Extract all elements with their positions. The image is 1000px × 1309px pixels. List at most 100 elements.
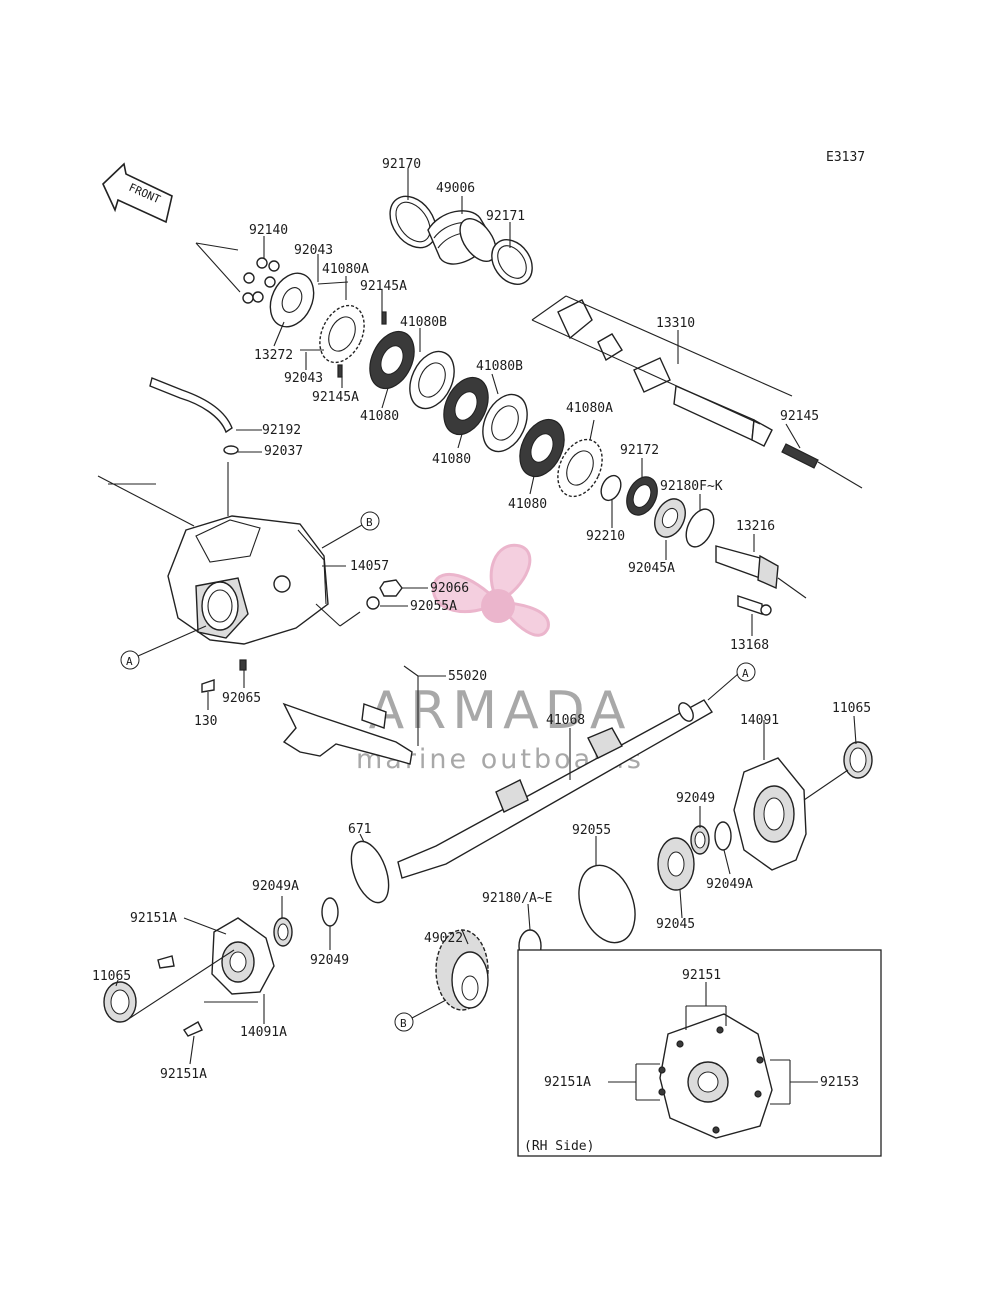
shim-92210 bbox=[600, 474, 622, 502]
part-label: 14091A bbox=[240, 1025, 287, 1040]
part-label: 92049 bbox=[310, 953, 349, 968]
part-label: 92171 bbox=[486, 209, 525, 224]
clutch-plate-41080B-2 bbox=[482, 393, 528, 453]
part-label: 92055A bbox=[410, 599, 457, 614]
shim-92180F-K bbox=[685, 508, 715, 548]
part-label: 92045 bbox=[656, 917, 695, 932]
part-label: 41080B bbox=[476, 359, 523, 374]
callout-a-left: A bbox=[120, 650, 140, 670]
part-label: 92037 bbox=[264, 444, 303, 459]
part-label: 130 bbox=[194, 714, 217, 729]
part-label: 92170 bbox=[382, 157, 421, 172]
o-ring-92055A bbox=[366, 596, 380, 610]
clutch-plate-41080A-bottom bbox=[557, 438, 603, 498]
pin-92043-upper bbox=[317, 281, 349, 285]
callout-b-top: B bbox=[360, 511, 380, 531]
part-label: 92192 bbox=[262, 423, 301, 438]
shim-92049-left bbox=[321, 897, 339, 927]
part-label: 92153 bbox=[820, 1075, 859, 1090]
o-ring-671 bbox=[350, 840, 390, 904]
part-label: 92055 bbox=[572, 823, 611, 838]
part-label: 13272 bbox=[254, 348, 293, 363]
o-ring-92055 bbox=[578, 864, 636, 944]
balls-92140 bbox=[242, 257, 280, 304]
boot-clamp-92171 bbox=[491, 239, 533, 285]
washer-92065 bbox=[239, 659, 247, 671]
plug-92066 bbox=[379, 579, 403, 597]
bolt-130 bbox=[201, 679, 215, 693]
part-labels: 92170 49006 92171 92140 92043 41080A 921… bbox=[92, 157, 871, 1090]
part-label: 92043 bbox=[294, 243, 333, 258]
boot-49006 bbox=[427, 210, 497, 265]
part-label: 49022 bbox=[424, 931, 463, 946]
part-label: 92065 bbox=[222, 691, 261, 706]
part-label: 92140 bbox=[249, 223, 288, 238]
svg-text:A: A bbox=[126, 655, 133, 668]
svg-text:B: B bbox=[400, 1017, 407, 1030]
shim-92049A-left bbox=[273, 917, 293, 947]
rh-case-view bbox=[658, 1013, 773, 1139]
pinion-gear-13216 bbox=[715, 545, 807, 599]
shim-92049-right bbox=[690, 825, 710, 855]
part-label: 92049A bbox=[706, 877, 753, 892]
svg-text:A: A bbox=[742, 667, 749, 680]
shift-shaft-13168 bbox=[737, 595, 772, 616]
part-label: 11065 bbox=[92, 969, 131, 984]
part-label: 92145A bbox=[312, 390, 359, 405]
pin-92145A-upper bbox=[381, 311, 387, 325]
boot-clamp-92170 bbox=[389, 195, 437, 249]
part-label: 92049A bbox=[252, 879, 299, 894]
propeller-logo-icon bbox=[432, 543, 550, 637]
part-label: 55020 bbox=[448, 669, 487, 684]
part-label: 92180F~K bbox=[660, 479, 723, 494]
part-label: 92151A bbox=[130, 911, 177, 926]
oil-seal-11065-left bbox=[103, 981, 137, 1023]
bracket-55020 bbox=[282, 702, 413, 765]
part-label: 92045A bbox=[628, 561, 675, 576]
bolt-92151A-lower bbox=[183, 1021, 203, 1037]
part-label: 41080B bbox=[400, 315, 447, 330]
part-label: 13168 bbox=[730, 638, 769, 653]
callout-b-bottom: B bbox=[394, 1012, 414, 1032]
brand-logo: ARMADA marine outboards bbox=[356, 543, 641, 775]
diagram-code: E3137 bbox=[826, 150, 865, 165]
part-label: 92210 bbox=[586, 529, 625, 544]
part-label: 14091 bbox=[740, 713, 779, 728]
leader-lines bbox=[115, 168, 857, 1105]
part-label: 41080A bbox=[566, 401, 613, 416]
part-label: 11065 bbox=[832, 701, 871, 716]
pin-92145A-lower bbox=[337, 364, 343, 378]
part-label: 41068 bbox=[546, 713, 585, 728]
part-label: 49006 bbox=[436, 181, 475, 196]
part-label: 92145 bbox=[780, 409, 819, 424]
friction-disc-41080-2 bbox=[443, 376, 489, 436]
part-label: 92151A bbox=[160, 1067, 207, 1082]
part-label: 671 bbox=[348, 822, 371, 837]
ring-gear-49022 bbox=[435, 929, 489, 1011]
oil-seal-11065-right bbox=[843, 741, 873, 779]
plate-13272 bbox=[269, 272, 315, 328]
part-label: 92180/A~E bbox=[482, 891, 552, 906]
part-label: 92066 bbox=[430, 581, 469, 596]
washer-92037 bbox=[223, 445, 239, 455]
bearing-housing-14091 bbox=[733, 757, 807, 871]
clutch-plate-41080A-top bbox=[319, 304, 365, 364]
part-label: 92172 bbox=[620, 443, 659, 458]
part-label: 92049 bbox=[676, 791, 715, 806]
shim-92049A-right bbox=[714, 821, 732, 851]
callout-a-top: A bbox=[736, 662, 756, 682]
part-label: 92151A bbox=[544, 1075, 591, 1090]
breather-hose-92192 bbox=[149, 377, 233, 434]
friction-disc-41080-3 bbox=[519, 418, 565, 478]
clutch-plate-41080B-1 bbox=[409, 350, 455, 410]
svg-text:B: B bbox=[366, 516, 373, 529]
spring-92145 bbox=[781, 443, 863, 489]
prop-shaft-13310 bbox=[531, 295, 793, 447]
bolt-92151A-upper bbox=[157, 955, 175, 969]
part-label: 41080 bbox=[360, 409, 399, 424]
bearing-92045 bbox=[657, 837, 695, 891]
front-arrow-icon: FRONT bbox=[102, 162, 173, 224]
inset-caption: (RH Side) bbox=[524, 1139, 594, 1154]
part-label: 92043 bbox=[284, 371, 323, 386]
